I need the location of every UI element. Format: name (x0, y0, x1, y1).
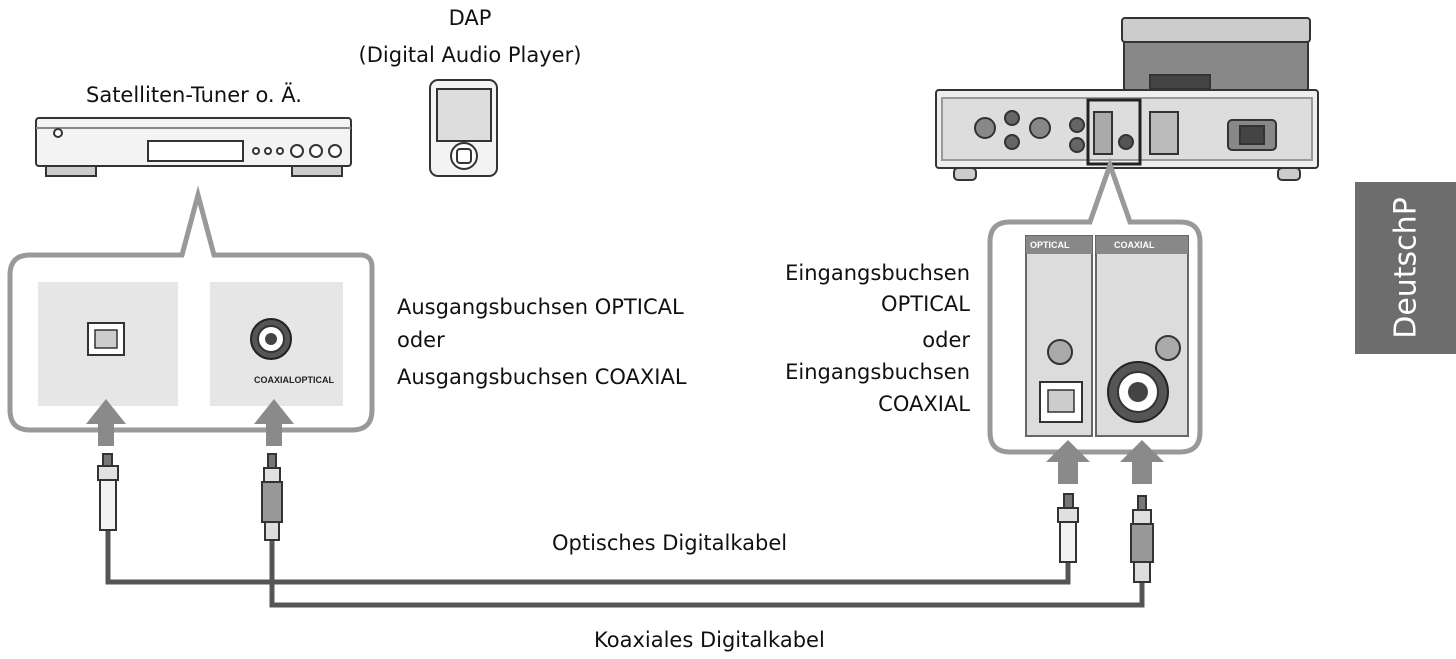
language-tab-label: DeutschP (1388, 197, 1423, 339)
amp-coaxial-plug (1130, 495, 1154, 583)
amplifier-device (935, 17, 1319, 181)
amp-optical-label: OPTICAL (1030, 240, 1070, 250)
optical-cable-label: Optisches Digitalkabel (552, 531, 788, 555)
output-line-1: Ausgangsbuchsen OPTICAL (397, 295, 684, 319)
coaxial-cable-line (269, 540, 1145, 608)
dap-subtitle: (Digital Audio Player) (358, 43, 582, 67)
optical-cable-line (105, 530, 1071, 585)
amp-coaxial-label: COAXIAL (1114, 240, 1155, 250)
input-line-4: Eingangsbuchsen (785, 360, 970, 384)
amp-arrows (1046, 440, 1164, 484)
input-line-1: Eingangsbuchsen (785, 261, 970, 285)
dap-title: DAP (448, 6, 492, 30)
coaxial-cable-label: Koaxiales Digitalkabel (594, 628, 825, 652)
input-line-2: OPTICAL (881, 292, 970, 316)
source-jack-label: COAXIALOPTICAL (254, 375, 334, 385)
amplifier-callout (987, 157, 1203, 455)
source-optical-plug (97, 453, 119, 531)
cable-lines (105, 530, 1145, 608)
amp-coaxial-jack (1107, 361, 1169, 423)
language-tab: DeutschP (1355, 182, 1456, 354)
output-line-2: oder (397, 328, 445, 352)
source-callout (7, 185, 375, 433)
output-line-3: Ausgangsbuchsen COAXIAL (397, 365, 687, 389)
input-line-5: COAXIAL (878, 392, 970, 416)
input-line-3: oder (922, 328, 970, 352)
satellite-tuner-device (35, 117, 352, 177)
source-arrows (86, 399, 294, 446)
source-coaxial-plug (261, 453, 283, 541)
dap-device (429, 79, 498, 177)
amp-optical-plug (1057, 493, 1079, 563)
source-coaxial-jack (250, 318, 292, 360)
satellite-tuner-label: Satelliten-Tuner o. Ä. (86, 83, 302, 107)
